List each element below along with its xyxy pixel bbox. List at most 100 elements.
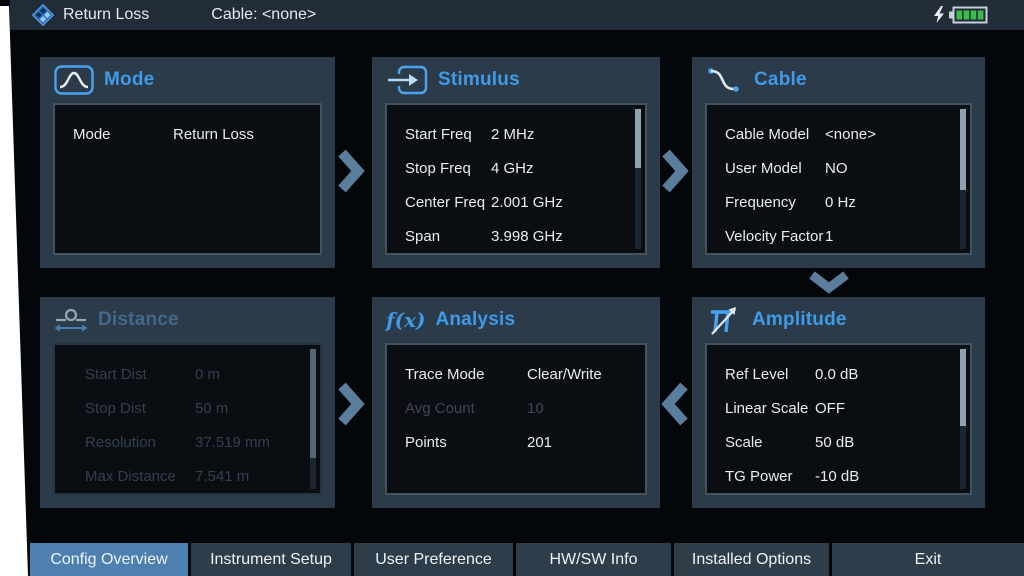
panel-analysis-header: f(x) Analysis [372, 297, 660, 343]
amplitude-icon [711, 307, 736, 335]
panel-amplitude[interactable]: Amplitude Ref Level 0.0 dB Linear Scale … [692, 297, 985, 508]
flow-arrow-right-distance-to-analysis [338, 382, 365, 426]
softkey-exit[interactable]: Exit [832, 543, 1024, 576]
setting-label: User Model [725, 159, 802, 177]
softkey-installed-options[interactable]: Installed Options [674, 543, 829, 576]
panel-amplitude-content: Ref Level 0.0 dB Linear Scale OFF Scale … [705, 343, 972, 495]
setting-value: 50 dB [815, 433, 855, 451]
softkey-hw-sw-info[interactable]: HW/SW Info [516, 543, 671, 576]
panel-mode[interactable]: Mode Mode Return Loss [40, 57, 335, 268]
setting-label: Trace Mode [405, 365, 485, 383]
cable-icon [708, 68, 739, 92]
panel-stimulus-title: Stimulus [438, 69, 520, 90]
softkey-instrument-setup[interactable]: Instrument Setup [191, 543, 351, 576]
setting-value: Clear/Write [527, 365, 602, 383]
setting-row: Avg Count 10 [405, 391, 645, 425]
setting-row: Trace Mode Clear/Write [405, 357, 645, 391]
panel-amplitude-header: Amplitude [692, 297, 985, 343]
setting-row: Start Freq 2 MHz [405, 117, 645, 151]
measurement-mode-title: Return Loss [63, 6, 150, 23]
setting-row: Mode Return Loss [73, 117, 320, 151]
panel-stimulus-header: Stimulus [372, 57, 660, 103]
setting-row: TG Power -10 dB [725, 459, 970, 493]
panel-cable[interactable]: Cable Cable Model <none> User Model NO F… [692, 57, 985, 268]
battery-status [932, 5, 988, 25]
stimulus-icon [388, 65, 428, 95]
setting-label: Center Freq [405, 193, 486, 211]
setting-label: Linear Scale [725, 399, 809, 417]
panel-analysis[interactable]: f(x) Analysis Trace Mode Clear/Write Avg… [372, 297, 660, 508]
setting-label: TG Power [725, 467, 793, 485]
panel-amplitude-title: Amplitude [752, 309, 847, 330]
setting-row: Stop Dist 50 m [73, 391, 320, 425]
setting-value: OFF [815, 399, 845, 417]
setting-value: NO [825, 159, 848, 177]
page-margin [0, 6, 28, 576]
setting-value: 7.541 m [195, 467, 250, 485]
battery-icon [949, 6, 988, 24]
panel-distance-title: Distance [98, 309, 179, 330]
mode-icon [54, 65, 94, 95]
setting-label: Stop Freq [405, 159, 471, 177]
flow-arrow-right-stimulus-to-cable [662, 149, 689, 193]
setting-row: Ref Level 0.0 dB [725, 357, 970, 391]
setting-value: 50 m [195, 399, 229, 417]
setting-row: Points 201 [405, 425, 645, 459]
scrollbar-thumb[interactable] [310, 349, 316, 459]
setting-row: Max Distance 7.541 m [73, 459, 320, 493]
setting-label: Frequency [725, 193, 796, 211]
softkey-config-overview[interactable]: Config Overview [30, 543, 188, 576]
setting-value: -10 dB [815, 467, 860, 485]
setting-label: Span [405, 227, 441, 245]
setting-row: Velocity Factor 1 [725, 219, 970, 253]
scrollbar-thumb[interactable] [960, 349, 966, 426]
panel-cable-title: Cable [754, 69, 807, 90]
setting-value: 2.001 GHz [491, 193, 563, 211]
panel-cable-header: Cable [692, 57, 985, 103]
setting-label: Points [405, 433, 447, 451]
scrollbar[interactable] [960, 109, 966, 249]
setting-value: 1 [825, 227, 834, 245]
setting-row: Span 3.998 GHz [405, 219, 645, 253]
setting-label: Stop Dist [85, 399, 146, 417]
setting-value: 0.0 dB [815, 365, 859, 383]
setting-row: Frequency 0 Hz [725, 185, 970, 219]
softkey-user-preference[interactable]: User Preference [354, 543, 513, 576]
setting-value: 4 GHz [491, 159, 534, 177]
flow-arrow-left-amplitude-to-analysis [661, 382, 688, 426]
setting-value: 37.519 mm [195, 433, 271, 451]
flow-arrow-right-mode-to-stimulus [338, 149, 365, 193]
setting-label: Avg Count [405, 399, 475, 417]
setting-value: Return Loss [173, 125, 254, 143]
setting-value: 0 m [195, 365, 221, 383]
setting-label: Velocity Factor [725, 227, 824, 245]
scrollbar[interactable] [960, 349, 966, 489]
panel-distance-content: Start Dist 0 m Stop Dist 50 m Resolution… [53, 343, 322, 495]
panel-distance-header: Distance [40, 297, 335, 343]
setting-row: Start Dist 0 m [73, 357, 320, 391]
panel-mode-content: Mode Return Loss [53, 103, 322, 255]
setting-label: Resolution [85, 433, 156, 451]
panel-analysis-content: Trace Mode Clear/Write Avg Count 10 Poin… [385, 343, 647, 495]
softkey-bar: Config Overview Instrument Setup User Pr… [0, 543, 1024, 576]
distance-icon [54, 308, 88, 332]
cable-status-label: Cable: <none> [211, 6, 317, 23]
setting-label: Mode [73, 125, 111, 143]
scrollbar-thumb[interactable] [635, 109, 641, 168]
fx-analysis-icon: f(x) [386, 308, 426, 332]
scrollbar-thumb[interactable] [960, 109, 966, 191]
scrollbar[interactable] [635, 109, 641, 249]
panel-mode-header: Mode [40, 57, 335, 103]
charging-bolt-icon [934, 6, 944, 23]
setting-label: Start Freq [405, 125, 472, 143]
setting-value: 3.998 GHz [491, 227, 563, 245]
panel-distance[interactable]: Distance Start Dist 0 m Stop Dist 50 m R… [40, 297, 335, 508]
setting-value: 10 [527, 399, 544, 417]
setting-row: Scale 50 dB [725, 425, 970, 459]
setting-value: 0 Hz [825, 193, 856, 211]
scrollbar[interactable] [310, 349, 316, 489]
setting-value: 2 MHz [491, 125, 535, 143]
setting-value: 201 [527, 433, 553, 451]
panel-stimulus[interactable]: Stimulus Start Freq 2 MHz Stop Freq 4 GH… [372, 57, 660, 268]
setting-value: <none> [825, 125, 876, 143]
